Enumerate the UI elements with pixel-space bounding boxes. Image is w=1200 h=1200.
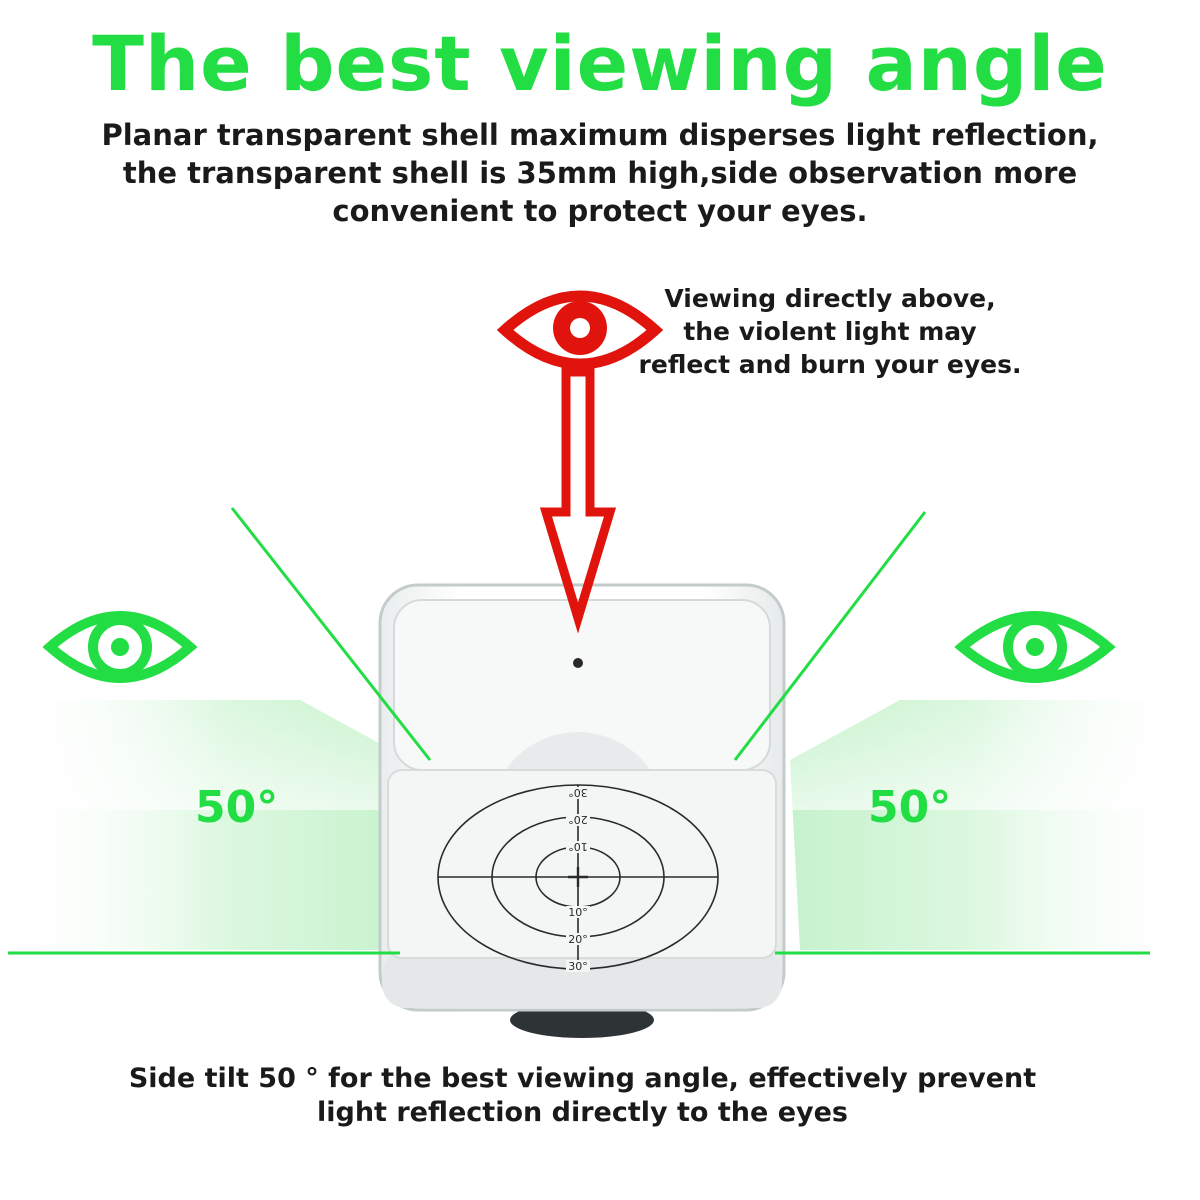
- target-label-top-10: 10°: [568, 840, 588, 853]
- target-label-top-20: 20°: [568, 813, 588, 826]
- left-glow-area: [0, 700, 420, 950]
- right-angle-line: [733, 511, 927, 761]
- eye-icon: [42, 611, 198, 683]
- top-dot: [573, 658, 583, 668]
- target-label-top-30: 30°: [568, 786, 588, 799]
- page-subtitle: Planar transparent shell maximum dispers…: [0, 116, 1200, 230]
- eye-icon: [496, 290, 664, 370]
- left-angle-label: 50°: [195, 782, 279, 833]
- subtitle-line: convenient to protect your eyes.: [332, 194, 868, 228]
- target-label-bottom-10: 10°: [568, 906, 588, 919]
- subtitle-line: Planar transparent shell maximum dispers…: [101, 118, 1099, 152]
- page-title: The best viewing angle: [92, 19, 1108, 108]
- left-angle-line: [230, 507, 432, 761]
- warning-line: Viewing directly above,: [664, 284, 996, 313]
- viewing-lines: [8, 507, 1150, 955]
- footer-text: Side tilt 50 ° for the best viewing angl…: [0, 1062, 1165, 1130]
- right-angle-label: 50°: [868, 782, 952, 833]
- target-label-bottom-30: 30°: [568, 960, 588, 973]
- warning-line: the violent light may: [683, 317, 977, 346]
- downward-arrow: [539, 367, 617, 634]
- warning-text: Viewing directly above, the violent ligh…: [630, 282, 1030, 381]
- eye-icon: [954, 611, 1116, 683]
- target-label-bottom-20: 20°: [568, 933, 588, 946]
- footer-line: Side tilt 50 ° for the best viewing angl…: [128, 1063, 1037, 1094]
- target-labels: 30° 20° 10° 10° 20° 30°: [566, 786, 590, 973]
- warning-line: reflect and burn your eyes.: [638, 350, 1022, 379]
- right-glow-area: [780, 700, 1200, 950]
- subtitle-line: the transparent shell is 35mm high,side …: [122, 156, 1078, 190]
- footer-line: light reflection directly to the eyes: [316, 1097, 849, 1128]
